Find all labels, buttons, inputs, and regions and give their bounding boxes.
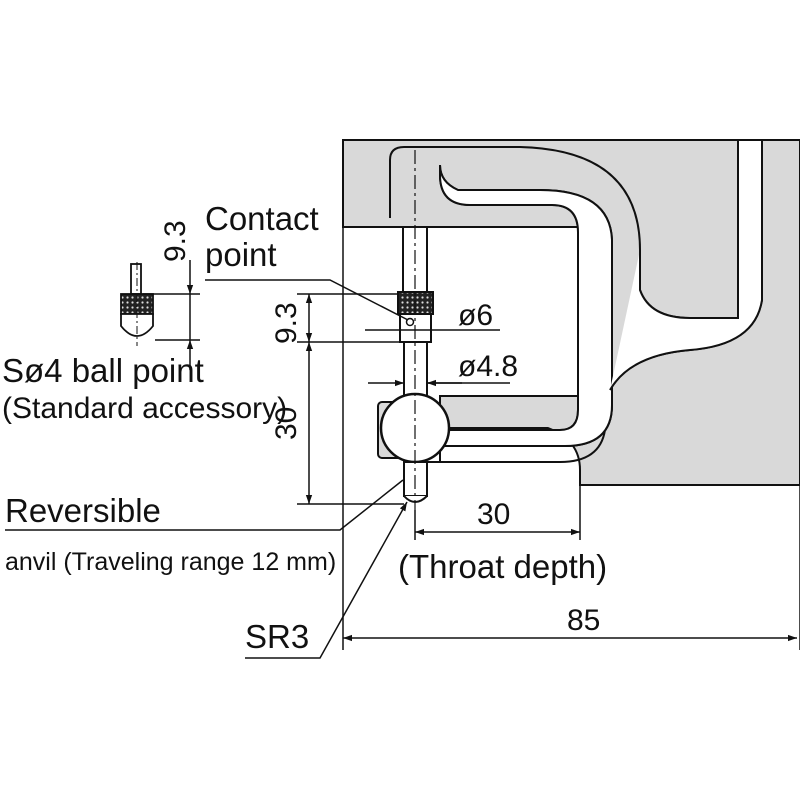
dim-contact-height: 9.3 [270,302,303,344]
dim-total-width: 85 [567,604,600,637]
contact-point-label-line2: point [205,236,277,273]
ball-point-label-line2: (Standard accessory) [2,392,287,425]
ball-point-tip [120,313,154,337]
reversible-label-line1: Reversible [5,492,161,529]
dim-diameter-contact: ø6 [458,299,493,332]
frame-groove-fill [439,164,613,447]
throat-depth-label: (Throat depth) [398,548,607,585]
dim-ball-point-height: 9.3 [159,220,192,262]
labels: Contact point Sø4 ball point (Standard a… [2,200,607,655]
dim-throat: 30 [477,498,510,531]
dim-diameter-spindle: ø4.8 [458,350,518,383]
contact-point-label-line1: Contact [205,200,319,237]
ball-point-stem [130,263,142,295]
sr3-label: SR3 [245,618,309,655]
dimension-lines [5,148,800,659]
spindle-assembly [377,150,451,510]
dim-travel: 30 [270,407,303,440]
frame-right-groove [609,139,763,391]
frame-body [342,139,800,486]
reversible-label-line2: anvil (Traveling range 12 mm) [5,548,336,576]
ball-point-accessory [120,262,154,346]
ball-point-label-line1: Sø4 ball point [2,352,204,389]
